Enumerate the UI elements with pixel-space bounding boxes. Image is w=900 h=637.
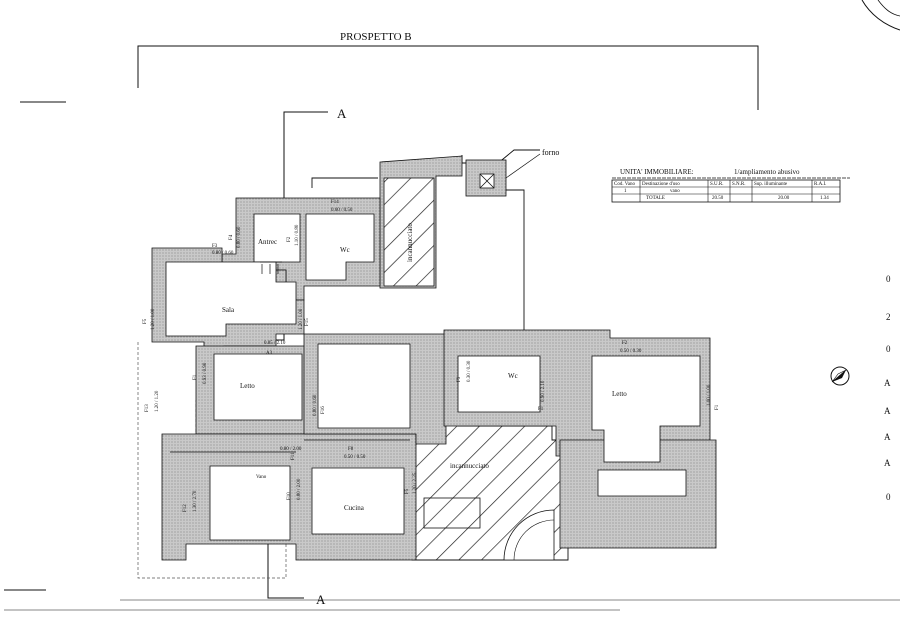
dim-f1-right: F1 bbox=[715, 404, 720, 410]
margin-mark: A bbox=[884, 406, 891, 416]
dim-f16: F16 bbox=[321, 406, 326, 414]
dim-f5b: F5 bbox=[405, 488, 410, 494]
dim-f3-value: 0.80 / 0.60 bbox=[212, 251, 234, 256]
partition-lines bbox=[170, 261, 410, 453]
unit-table: UNITA' IMMOBILIARE: 1/ampliamento abusiv… bbox=[611, 168, 850, 203]
dim-f2b-value: 0.50 / 0.30 bbox=[620, 349, 642, 354]
dim-f11: F11 bbox=[291, 452, 296, 460]
unit-table-title-right: 1/ampliamento abusivo bbox=[734, 168, 800, 176]
room-labels: Antrec Wc Sala Letto Vano Cucina Wc Lett… bbox=[222, 223, 627, 512]
unit-table-header-sup: Sup. illuminante bbox=[754, 182, 788, 187]
unit-table-header-rai: R.A.I. bbox=[814, 182, 826, 187]
dim-f2-value: 1.10 / 0.80 bbox=[295, 224, 300, 246]
unit-table-header-sur: S.U.R. bbox=[710, 182, 723, 187]
dim-f1-left: F1 bbox=[193, 374, 198, 380]
dim-p1: P1 bbox=[538, 407, 544, 412]
margin-mark: 2 bbox=[886, 312, 891, 322]
room-vano: Vano bbox=[256, 475, 267, 480]
dim-f5b-value: 1.20 / 2.25 bbox=[413, 472, 418, 494]
incannucciato-top-area bbox=[379, 155, 463, 289]
section-label-bottom: A bbox=[316, 592, 326, 607]
sheet-title: PROSPETTO B bbox=[340, 31, 412, 43]
margin-mark: A bbox=[884, 432, 891, 442]
unit-table-cell-cod: 1 bbox=[624, 189, 627, 194]
dim-f5-value: 1.20 / 1.00 bbox=[151, 308, 156, 330]
unit-table-title-left: UNITA' IMMOBILIARE: bbox=[620, 168, 694, 176]
dimension-labels: F14 0.60 / 0.50 F3 0.80 / 0.60 F4 0.80 /… bbox=[143, 200, 720, 512]
dim-p1-value: 0.90 / 2.10 bbox=[541, 380, 546, 402]
incannucciato-mid-area bbox=[411, 409, 569, 561]
dim-f3: F3 bbox=[212, 244, 218, 249]
margin-mark: 0 bbox=[886, 274, 891, 284]
dim-f13-value: 1.20 / 1.20 bbox=[155, 390, 160, 412]
margin-mark: A bbox=[884, 378, 891, 388]
dim-f8-value: 0.50 / 0.50 bbox=[344, 455, 366, 460]
north-arrow-icon bbox=[830, 366, 850, 386]
dim-a3: A3 bbox=[266, 351, 273, 356]
dim-f1-right-value: 1.00 / 1.00 bbox=[707, 384, 712, 406]
unit-table-cell-sur: 20.50 bbox=[712, 196, 724, 201]
unit-table-cell-destinazione: vano bbox=[670, 189, 680, 194]
dim-f1-left-value: 0.93 / 0.90 bbox=[203, 362, 208, 384]
room-incannucciato-top: incannucciato bbox=[406, 223, 414, 262]
room-letto-left: Letto bbox=[240, 382, 255, 390]
dim-f8: F8 bbox=[348, 447, 354, 452]
forno-label: forno bbox=[542, 148, 559, 157]
margin-mark: 0 bbox=[886, 344, 891, 354]
unit-table-cell-sup: 20.00 bbox=[778, 196, 790, 201]
room-antrec: Antrec bbox=[258, 238, 277, 246]
dim-f5: F5 bbox=[143, 318, 148, 324]
dim-f9: F9 bbox=[457, 376, 462, 382]
room-wc-left: Wc bbox=[340, 246, 350, 254]
dim-f15-value: 1.20 / 1.00 bbox=[299, 308, 304, 330]
margin-mark: 0 bbox=[886, 492, 891, 502]
dim-a3-value: 0.85 / 2.10 bbox=[264, 341, 286, 346]
unit-table-header-cod: Cod. Vano bbox=[614, 182, 636, 187]
dim-f4: F4 bbox=[229, 234, 234, 240]
room-incannucciato-mid: incannucciato bbox=[450, 462, 489, 470]
dim-f15: F15 bbox=[305, 318, 310, 326]
right-margin-marks: 2 0 A A A A 0 0 bbox=[884, 274, 891, 502]
unit-table-total-label: TOTALE bbox=[646, 196, 665, 201]
dim-f16-value: 0.80 / 0.60 bbox=[313, 394, 318, 416]
unit-table-header-destinazione: Destinazione d'uso bbox=[642, 182, 680, 187]
room-cucina: Cucina bbox=[344, 504, 365, 512]
room-sala: Sala bbox=[222, 306, 235, 314]
room-letto-right: Letto bbox=[612, 390, 627, 398]
dim-f2: F2 bbox=[287, 236, 292, 242]
margin-mark: A bbox=[884, 458, 891, 468]
room-voids bbox=[165, 213, 701, 541]
dim-f11-value: 0.80 / 2.00 bbox=[280, 447, 302, 452]
sheet-border bbox=[4, 0, 900, 611]
dim-f12-value: 1.30 / 2.70 bbox=[193, 490, 198, 512]
dim-f2b: F2 bbox=[622, 341, 628, 346]
dim-f9-value: 0.30 / 0.30 bbox=[467, 360, 472, 382]
room-wc-right: Wc bbox=[508, 372, 518, 380]
dim-f13: F13 bbox=[145, 404, 150, 412]
dim-f12: F12 bbox=[183, 504, 188, 512]
unit-table-header-snr: S.N.R. bbox=[732, 182, 745, 187]
dim-f4-value: 0.80 / 0.60 bbox=[237, 226, 242, 248]
section-label-top: A bbox=[337, 106, 347, 121]
dim-f10-value: 0.80 / 2.00 bbox=[297, 478, 302, 500]
dim-f14: F14 bbox=[331, 200, 339, 205]
dim-f14-value: 0.60 / 0.50 bbox=[331, 208, 353, 213]
dim-f10: F10 bbox=[287, 492, 292, 500]
forno-oven bbox=[465, 159, 507, 197]
unit-table-cell-rai: 1.34 bbox=[820, 196, 829, 201]
